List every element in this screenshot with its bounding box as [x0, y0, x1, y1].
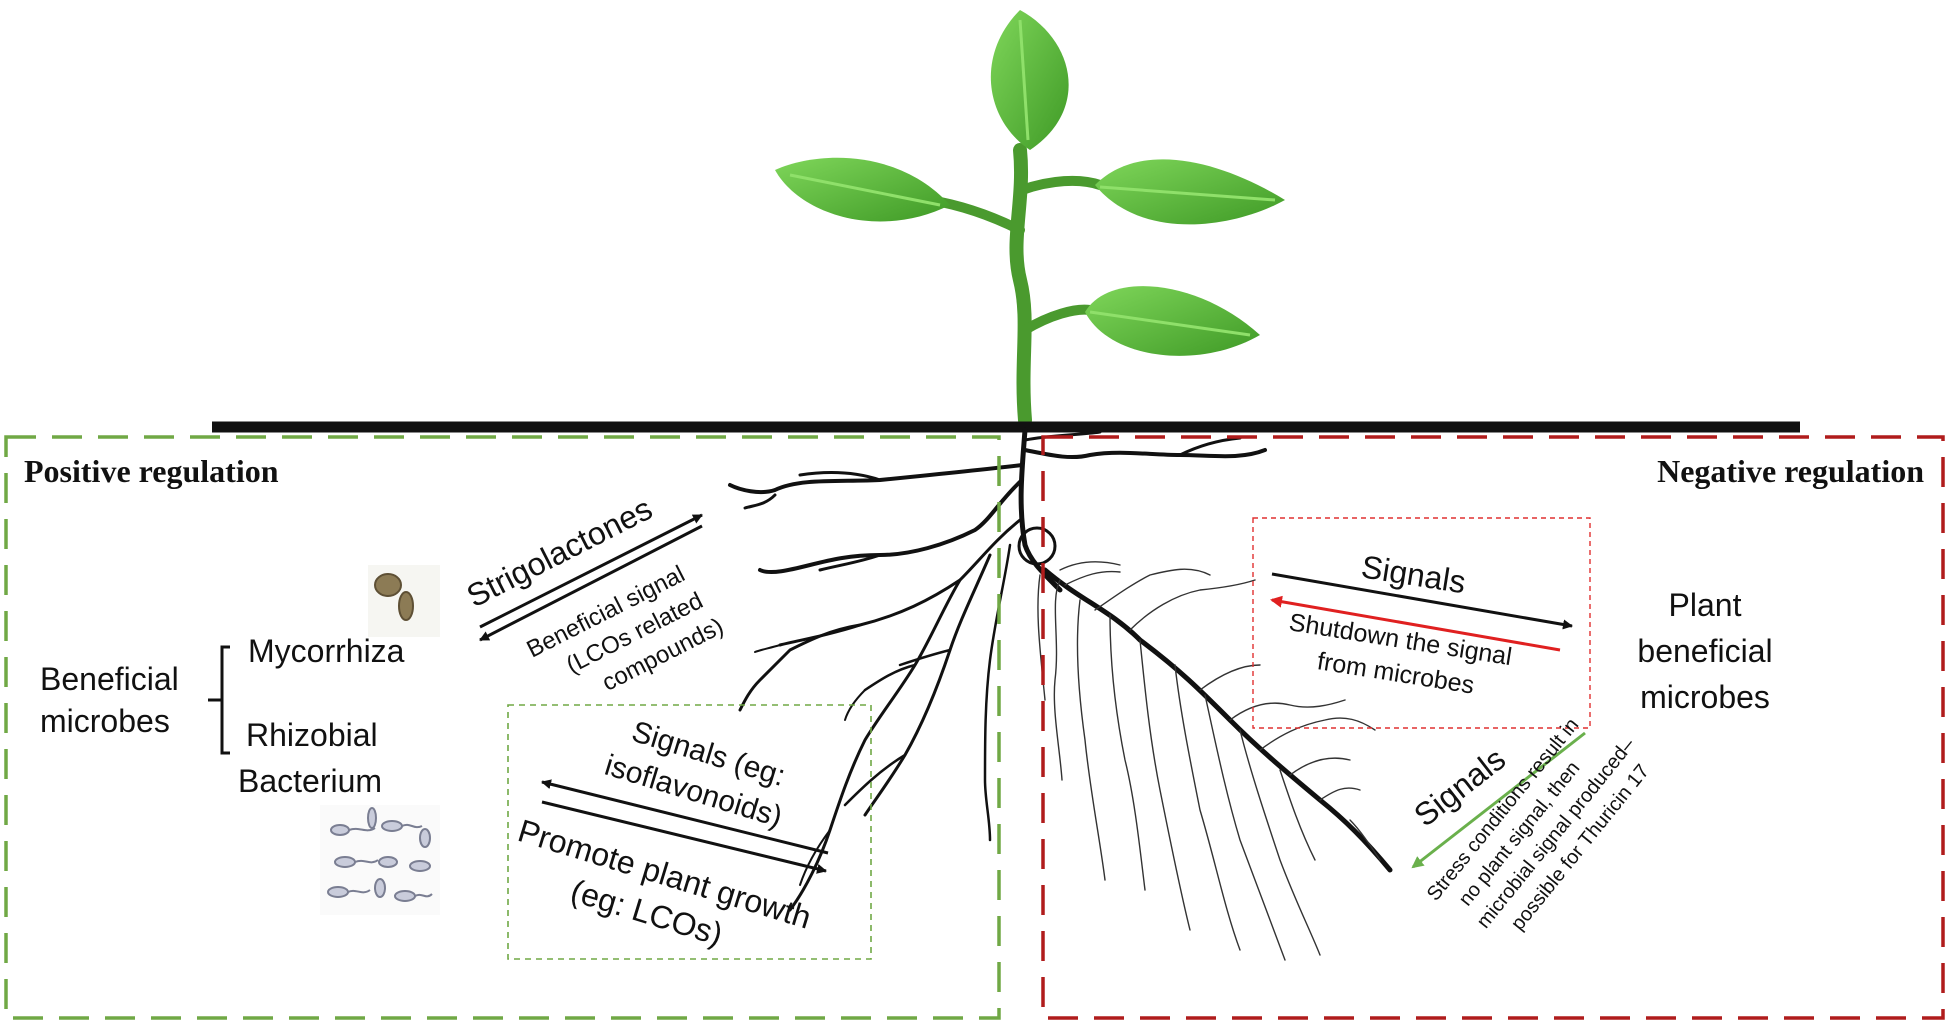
rhizobial-label-2: Bacterium	[238, 763, 382, 799]
root-system	[728, 427, 1393, 961]
beneficial-microbes-label-2: microbes	[40, 703, 170, 739]
shutdown-red-arrow	[1270, 595, 1561, 652]
spore-icon	[368, 565, 440, 637]
microbial-signal-green-arrow	[1411, 731, 1586, 869]
microbes-bracket	[208, 645, 230, 755]
plant-beneficial-microbes-label-1: Plant	[1669, 587, 1742, 623]
mycorrhiza-label: Mycorrhiza	[248, 633, 405, 669]
negative-regulation-box	[1041, 435, 1945, 1020]
signals-black-arrow	[1271, 572, 1573, 630]
beneficial-microbes-label-1: Beneficial	[40, 661, 179, 697]
rhizobial-label-1: Rhizobial	[246, 717, 378, 753]
promote-growth-arrow	[541, 800, 827, 874]
plant-beneficial-microbes-label-3: microbes	[1640, 679, 1770, 715]
isoflavonoids-arrow	[541, 779, 829, 855]
shutdown-signal-box	[1252, 517, 1591, 729]
beneficial-signal-arrow	[479, 524, 703, 642]
strigolactones-arrow	[479, 513, 703, 629]
isoflavonoid-signal-box	[507, 704, 872, 960]
seedling-icon	[775, 10, 1285, 427]
plant-beneficial-microbes-label-2: beneficial	[1637, 633, 1772, 669]
positive-regulation-title: Positive regulation	[24, 453, 279, 489]
negative-regulation-title: Negative regulation	[1657, 453, 1924, 489]
positive-regulation-box	[4, 435, 1001, 1020]
bacteria-icon	[320, 805, 440, 915]
